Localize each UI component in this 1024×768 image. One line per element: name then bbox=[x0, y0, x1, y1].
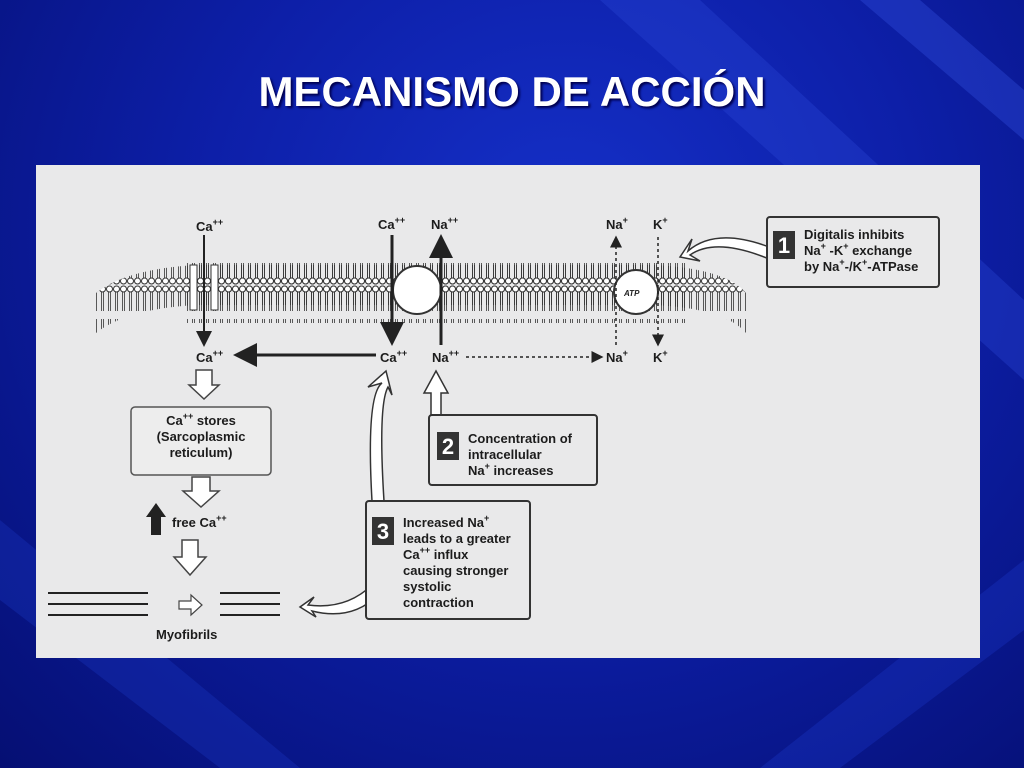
ca-stores-line1: Ca++ stores bbox=[166, 411, 236, 428]
ca-stores-line2: (Sarcoplasmic bbox=[157, 429, 246, 444]
k-pump-in-label: K+ bbox=[653, 348, 668, 365]
na-pump-in-label: Na+ bbox=[606, 348, 628, 365]
hollow-down-arrow-1 bbox=[187, 369, 221, 401]
free-ca-label: free Ca++ bbox=[172, 513, 227, 530]
callout-3-line1: Increased Na+ bbox=[403, 513, 489, 530]
callout-3-line2: leads to a greater bbox=[403, 531, 511, 546]
ca-exchanger-in-label: Ca++ bbox=[380, 348, 407, 365]
callout-2-number: 2 bbox=[442, 434, 454, 459]
na-ca-exchanger bbox=[392, 265, 442, 315]
callout-2: 2 Concentration of intracellular Na+ inc… bbox=[422, 369, 598, 486]
callout-2-line1: Concentration of bbox=[468, 431, 573, 446]
ca-exchanger-out-label: Ca++ bbox=[378, 215, 405, 232]
mechanism-diagram: ATP Ca++ Ca++ Ca++ Na++ Ca++ Na++ Na+ K+… bbox=[48, 215, 940, 642]
callout-1-line2: Na+ -K+ exchange bbox=[804, 241, 912, 258]
hollow-down-arrow-2 bbox=[181, 476, 221, 509]
callout-3-line6: contraction bbox=[403, 595, 474, 610]
k-pump-out-label: K+ bbox=[653, 215, 668, 232]
callout-1-line3: by Na+-/K+-ATPase bbox=[804, 257, 918, 274]
myofibril-contracted bbox=[220, 592, 280, 616]
callout-3-line3: Ca++ influx bbox=[403, 545, 469, 562]
callout-1-line1: Digitalis inhibits bbox=[804, 227, 904, 242]
contraction-arrow bbox=[178, 593, 203, 617]
ca-stores-line3: reticulum) bbox=[170, 445, 233, 460]
atp-label: ATP bbox=[623, 289, 640, 298]
slide-title: MECANISMO DE ACCIÓN bbox=[258, 68, 766, 115]
ca-channel-right bbox=[210, 264, 219, 311]
ca-stores-box bbox=[130, 406, 272, 476]
callout-3-line5: systolic bbox=[403, 579, 451, 594]
na-exchanger-out-label: Na++ bbox=[431, 215, 458, 232]
diagram-panel: ATP Ca++ Ca++ Ca++ Na++ Ca++ Na++ Na+ K+… bbox=[36, 165, 980, 658]
myofibril-relaxed bbox=[48, 592, 148, 616]
na-pump-out-label: Na+ bbox=[606, 215, 628, 232]
callout-3: 3 Increased Na+ leads to a greater Ca++ … bbox=[298, 369, 531, 620]
callout-2-line3: Na+ increases bbox=[468, 461, 554, 478]
callout-3-line4: causing stronger bbox=[403, 563, 508, 578]
ca-channel-left bbox=[189, 264, 198, 311]
increase-arrow bbox=[146, 503, 166, 535]
ca-in-label: Ca++ bbox=[196, 348, 223, 365]
ca-out-label: Ca++ bbox=[196, 217, 223, 234]
callout-2-line2: intracellular bbox=[468, 447, 542, 462]
callout-1-number: 1 bbox=[778, 233, 790, 258]
myofibrils-label: Myofibrils bbox=[156, 627, 217, 642]
na-exchanger-in-label: Na++ bbox=[432, 348, 459, 365]
callout-1: 1 Digitalis inhibits Na+ -K+ exchange by… bbox=[678, 216, 940, 288]
hollow-down-arrow-3 bbox=[172, 539, 208, 577]
callout-3-number: 3 bbox=[377, 519, 389, 544]
